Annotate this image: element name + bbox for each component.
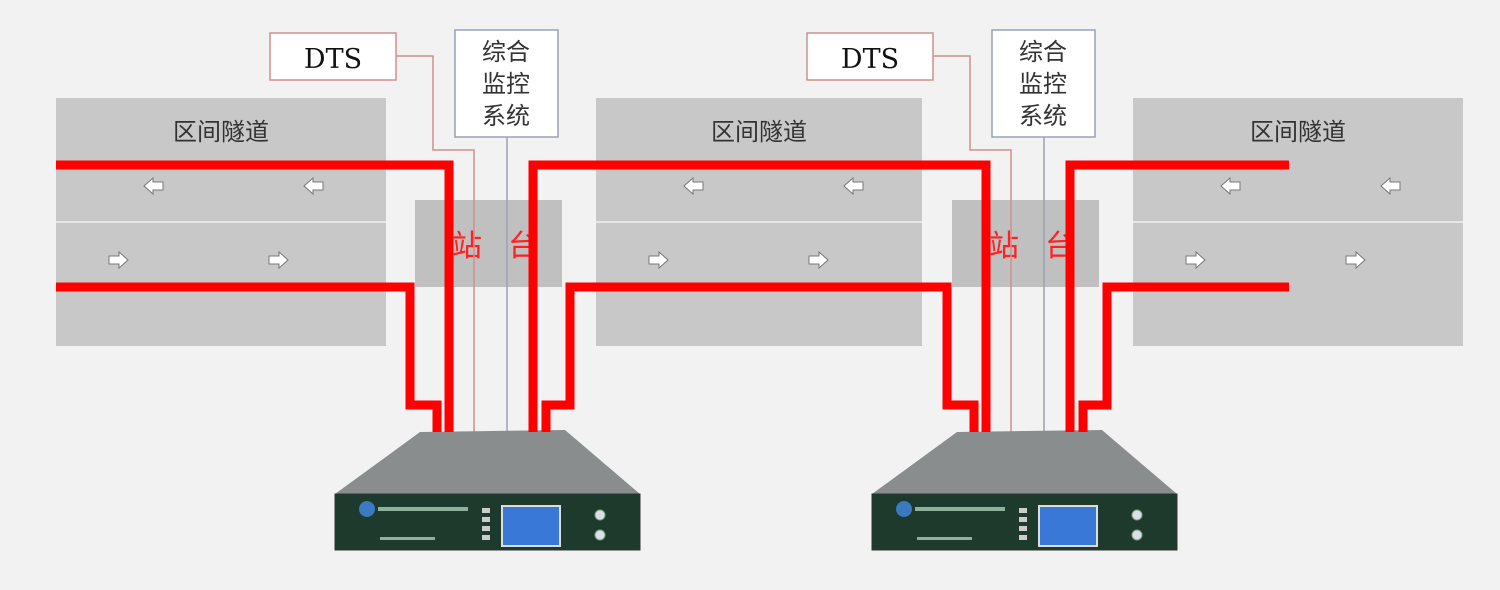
device-screen (501, 505, 561, 547)
monitor-label: 监控 (482, 70, 530, 98)
device-model-name (380, 537, 435, 540)
arrow-right-icon (808, 250, 829, 270)
device-indicator-led (1019, 517, 1027, 522)
device-indicator-led (482, 535, 490, 540)
monitor-label: 系统 (1019, 102, 1067, 130)
device-button (1131, 529, 1143, 541)
fiber-cable (1065, 160, 1289, 432)
device-indicator-led (1019, 508, 1027, 513)
device-indicator-led (482, 517, 490, 522)
arrow-left-icon (1220, 176, 1241, 196)
arrow-right-icon (648, 250, 669, 270)
arrow-right-icon (108, 250, 129, 270)
device-logo (359, 501, 375, 517)
dts-box (806, 32, 934, 81)
device-logo (896, 501, 912, 517)
tunnel-label: 区间隧道 (1250, 118, 1346, 146)
fiber-cable (56, 282, 442, 432)
device-company-name (378, 507, 468, 511)
arrow-left-icon (143, 176, 164, 196)
device-company-name (915, 507, 1005, 511)
monitor-label: 监控 (1019, 70, 1067, 98)
device-screen (1038, 505, 1098, 547)
dts-label: DTS (841, 44, 899, 75)
device-indicator-led (1019, 526, 1027, 531)
fiber-cable (56, 160, 454, 432)
dts-cable (933, 55, 1012, 432)
device-indicator-led (482, 526, 490, 531)
arrow-left-icon (683, 176, 704, 196)
platform (415, 200, 562, 287)
device-button (594, 529, 606, 541)
arrow-right-icon (1345, 250, 1366, 270)
device-button (594, 509, 606, 521)
device-indicator-led (1019, 535, 1027, 540)
monitor-label: 综合 (482, 38, 530, 66)
tunnel-label: 区间隧道 (173, 118, 269, 146)
arrow-left-icon (843, 176, 864, 196)
platform (952, 200, 1099, 287)
device-top (872, 430, 1177, 494)
device-indicator-led (482, 508, 490, 513)
device-model-name (917, 537, 972, 540)
dts-cable (396, 55, 475, 432)
fiber-cable (1078, 282, 1289, 432)
arrow-left-icon (303, 176, 324, 196)
platform-char: 站 (452, 229, 482, 264)
fiber-cable (593, 160, 991, 432)
monitor-label: 系统 (482, 102, 530, 130)
tunnel-label: 区间隧道 (711, 118, 807, 146)
platform-char: 站 (989, 229, 1019, 264)
arrow-right-icon (268, 250, 289, 270)
arrow-right-icon (1185, 250, 1206, 270)
monitor-label: 综合 (1019, 38, 1067, 66)
device-button (1131, 509, 1143, 521)
dts-label: DTS (304, 44, 362, 75)
fiber-cable (593, 282, 979, 432)
arrow-left-icon (1380, 176, 1401, 196)
device-top (335, 430, 640, 494)
monitor-box (454, 29, 559, 138)
